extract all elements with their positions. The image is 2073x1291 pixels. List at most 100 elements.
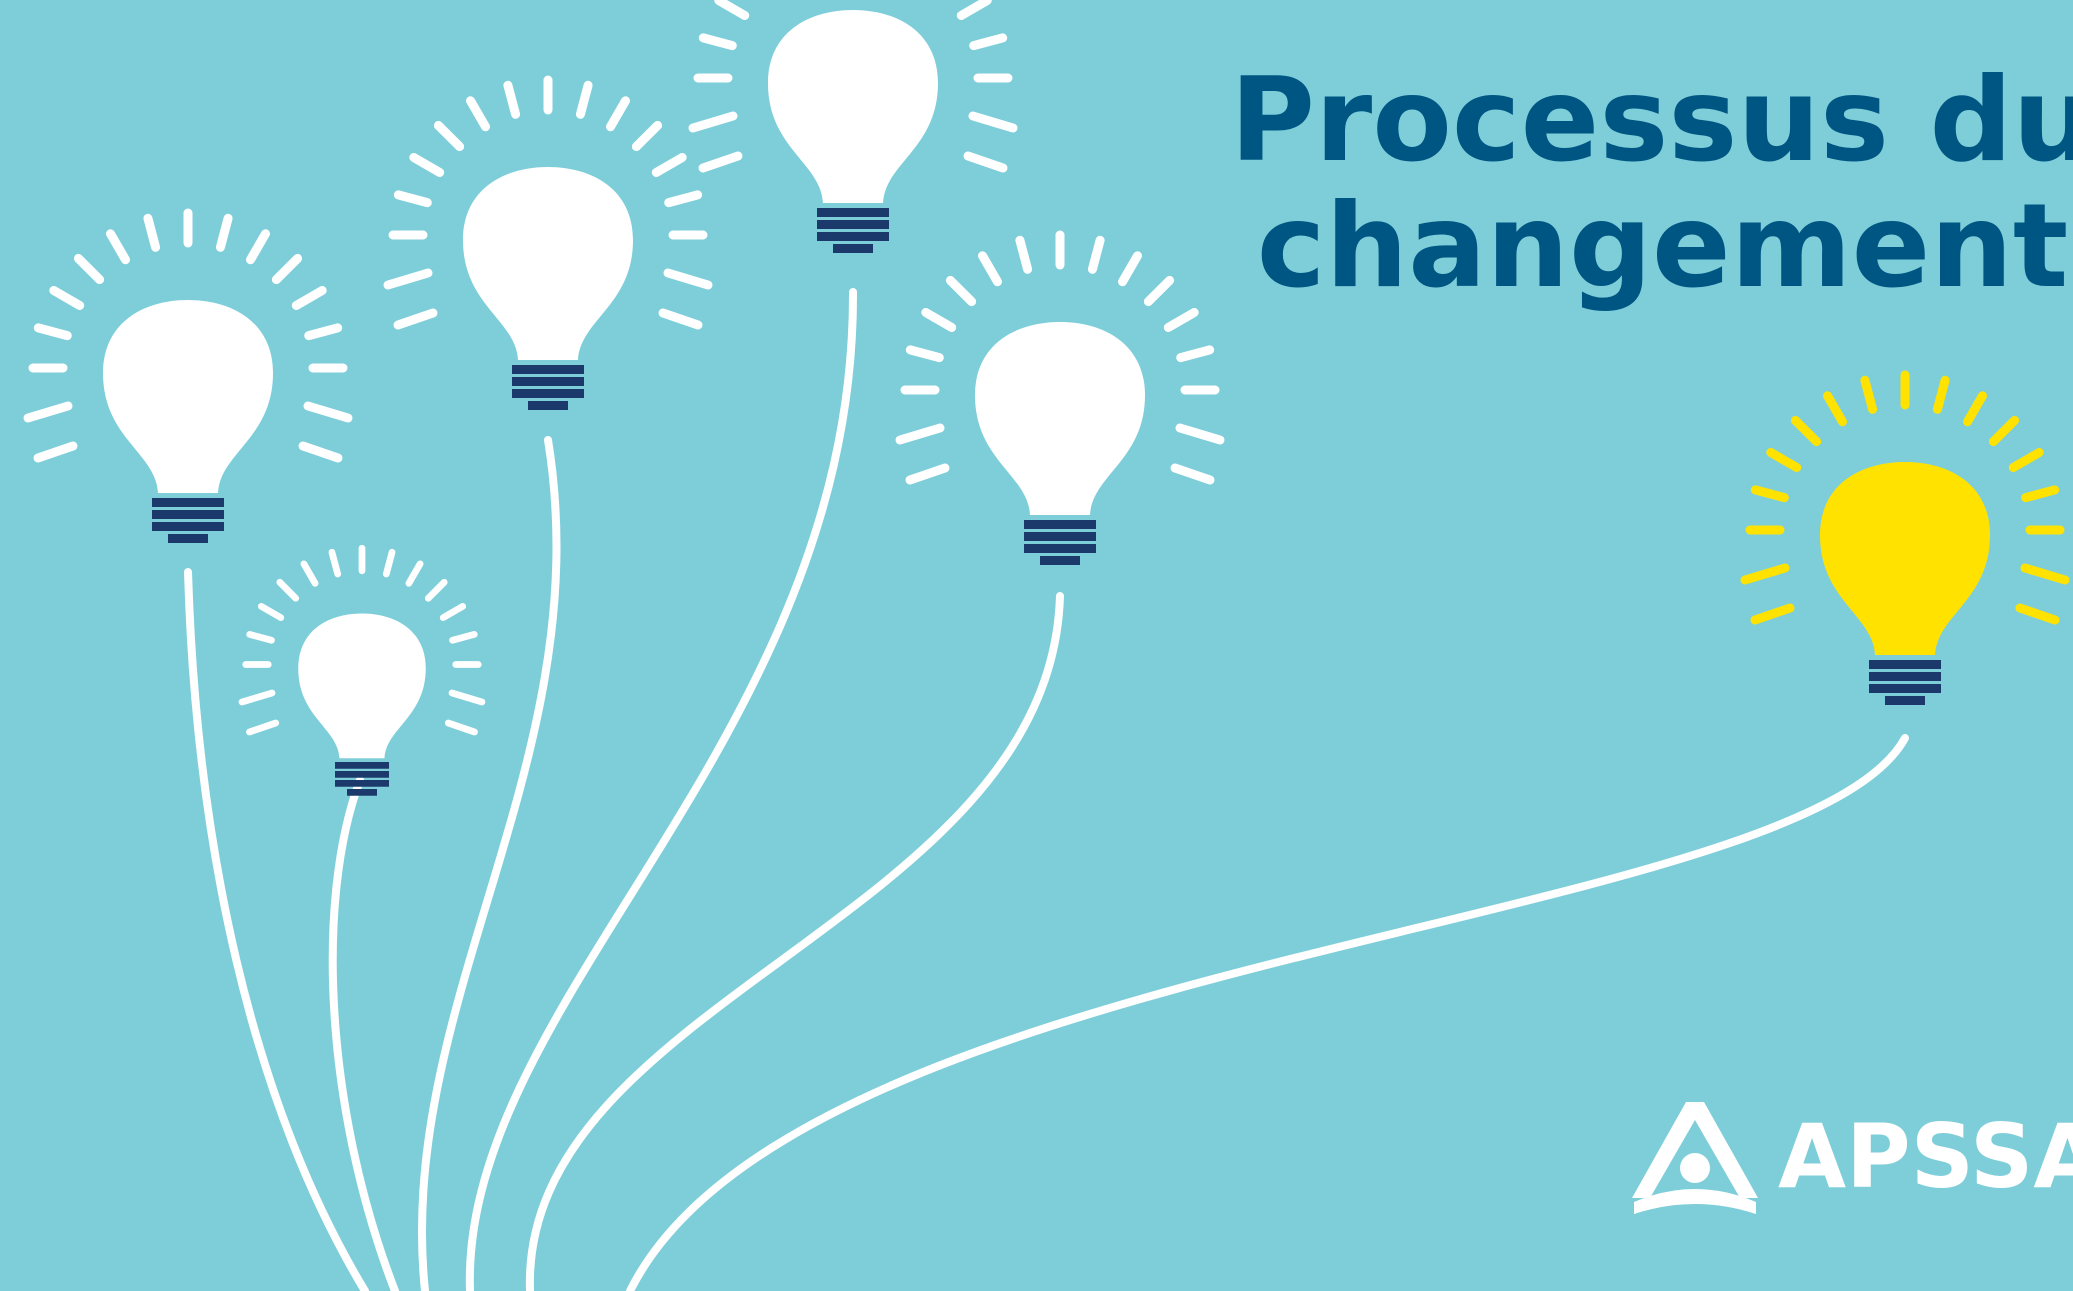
light-ray — [33, 323, 72, 341]
bulb-glass — [103, 300, 273, 493]
light-ray — [383, 268, 433, 290]
light-ray — [1932, 375, 1950, 414]
light-ray — [328, 548, 342, 578]
light-ray — [2020, 563, 2070, 585]
light-ray — [439, 603, 467, 621]
light-ray — [246, 229, 270, 265]
light-ray — [698, 33, 737, 51]
light-ray — [143, 213, 161, 252]
light-ray — [1766, 448, 1802, 472]
light-ray — [271, 253, 303, 285]
light-ray — [905, 345, 944, 363]
light-ray — [905, 463, 950, 485]
light-ray — [945, 275, 977, 307]
apssap-logo-icon — [1632, 1102, 1758, 1214]
light-ray — [1750, 603, 1795, 625]
light-ray — [963, 151, 1008, 173]
light-ray — [1170, 463, 1215, 485]
lightbulb-icon — [383, 75, 713, 410]
light-ray — [276, 578, 300, 602]
light-ray — [433, 120, 465, 152]
light-ray — [575, 80, 593, 119]
bulb-wire — [626, 734, 1909, 1291]
light-ray — [2008, 448, 2044, 472]
bulb-glass — [298, 613, 426, 759]
bulb-base — [512, 365, 584, 410]
light-ray — [73, 253, 105, 285]
light-ray — [304, 323, 343, 341]
light-ray — [2021, 485, 2060, 503]
light-ray — [2015, 603, 2060, 625]
slide-title-line-2: changement — [1256, 179, 2069, 314]
light-ray — [449, 631, 478, 644]
light-ray — [969, 33, 1008, 51]
light-ray — [300, 560, 319, 587]
light-ray — [503, 80, 521, 119]
light-ray — [246, 719, 280, 736]
light-ray — [298, 441, 343, 463]
light-ray — [257, 603, 285, 621]
lightbulb-icon — [688, 0, 1018, 253]
light-ray — [303, 401, 353, 423]
light-ray — [1963, 391, 1987, 427]
light-ray — [714, 0, 750, 20]
light-ray — [444, 719, 478, 736]
light-ray — [238, 689, 276, 706]
light-ray — [651, 153, 687, 177]
light-ray — [1015, 235, 1033, 274]
light-ray — [895, 423, 945, 445]
bulb-glass — [768, 10, 938, 203]
light-ray — [1823, 391, 1847, 427]
light-ray — [1087, 235, 1105, 274]
light-ray — [1163, 308, 1199, 332]
light-ray — [978, 251, 1002, 287]
light-ray — [1118, 251, 1142, 287]
bulb-base — [335, 762, 389, 796]
light-ray — [631, 120, 663, 152]
light-ray — [424, 578, 448, 602]
bulb-wire — [465, 288, 858, 1291]
light-ray — [1750, 485, 1789, 503]
lightbulb-icon — [895, 230, 1225, 565]
light-ray — [664, 190, 703, 208]
bulb-base — [1024, 520, 1096, 565]
light-ray — [448, 689, 486, 706]
light-ray — [215, 213, 233, 252]
light-ray — [1988, 415, 2020, 447]
bulb-base — [152, 498, 224, 543]
bulb-glass — [463, 167, 633, 360]
bulb-glass — [975, 322, 1145, 515]
light-ray — [956, 0, 992, 20]
light-ray — [393, 308, 438, 330]
bulb-wire — [525, 592, 1064, 1291]
bulb-base — [1869, 660, 1941, 705]
light-ray — [1143, 275, 1175, 307]
lightbulb-icon — [23, 208, 353, 543]
light-ray — [1740, 563, 1790, 585]
light-ray — [921, 308, 957, 332]
light-ray — [698, 151, 743, 173]
lightbulb-icon-yellow — [1740, 370, 2070, 705]
light-ray — [405, 560, 424, 587]
slide-title: Processus du changement — [1230, 58, 2073, 310]
logo-text: APSSAP — [1778, 1105, 2073, 1208]
light-ray — [968, 111, 1018, 133]
bulb-wire — [184, 568, 369, 1291]
light-ray — [658, 308, 703, 330]
light-ray — [1860, 375, 1878, 414]
bulb-glass — [1820, 462, 1990, 655]
light-ray — [1176, 345, 1215, 363]
light-ray — [106, 229, 130, 265]
light-ray — [23, 401, 73, 423]
bulb-wire — [417, 436, 561, 1291]
light-ray — [1175, 423, 1225, 445]
light-ray — [393, 190, 432, 208]
light-ray — [246, 631, 275, 644]
light-ray — [382, 548, 396, 578]
light-ray — [606, 96, 630, 132]
slide-title-line-1: Processus du — [1230, 53, 2073, 188]
light-ray — [688, 111, 738, 133]
light-ray — [663, 268, 713, 290]
bulb-base — [817, 208, 889, 253]
